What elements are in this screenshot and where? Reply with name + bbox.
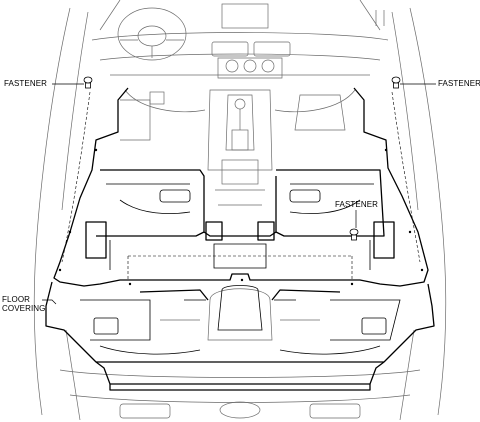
front-floor-covering-detail <box>106 183 374 270</box>
fastener-center-label: FASTENER <box>335 200 379 209</box>
floor-covering-label-line2: COVERING <box>2 304 46 313</box>
clip-dots <box>58 148 424 286</box>
guide-dashed-lines <box>61 91 421 280</box>
fastener-right-label: FASTENER <box>438 79 480 88</box>
fastener-left-icon <box>83 76 93 89</box>
fastener-left-label: FASTENER <box>4 79 48 88</box>
fastener-markers <box>58 76 424 286</box>
rear-floor-covering-outline <box>45 281 435 391</box>
fastener-center-icon <box>349 228 359 241</box>
front-floor-covering-outline <box>53 87 429 287</box>
fastener-right-icon <box>391 76 401 89</box>
floor-covering-label: FLOOR COVERING <box>2 295 45 313</box>
interior-background-linework <box>33 0 447 421</box>
floor-covering-label-line1: FLOOR <box>2 295 31 304</box>
callout-leader-lines <box>42 83 436 305</box>
rear-floor-covering-detail <box>80 285 401 355</box>
